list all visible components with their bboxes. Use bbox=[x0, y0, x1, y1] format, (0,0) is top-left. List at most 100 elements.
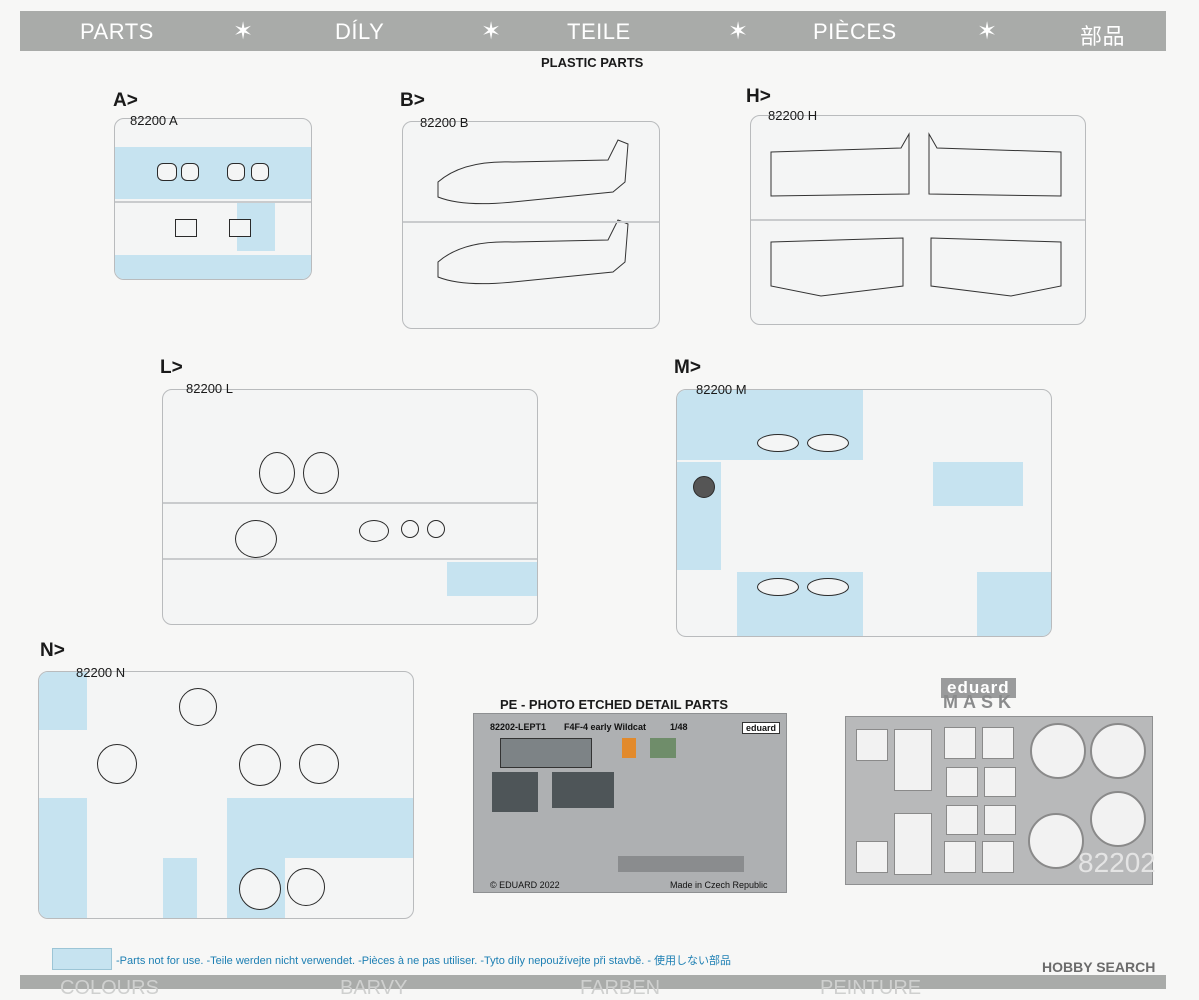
pe-scale: 1/48 bbox=[670, 722, 688, 732]
mask-shape bbox=[982, 841, 1014, 873]
part-shape bbox=[303, 452, 339, 494]
runner bbox=[115, 201, 311, 203]
pe-made-in: Made in Czech Republic bbox=[670, 880, 768, 890]
unused-parts-swatch bbox=[52, 948, 112, 970]
pe-orange-part bbox=[622, 738, 636, 758]
part-shape bbox=[287, 868, 325, 906]
fuselage-halves-drawing bbox=[403, 139, 659, 285]
part-shape bbox=[179, 688, 217, 726]
header-item-buhin: 部品 bbox=[1080, 24, 1126, 49]
part-shape bbox=[693, 476, 715, 498]
footer-item-farben: FARBEN bbox=[580, 977, 661, 999]
sprue-l-code: 82200 L bbox=[186, 381, 233, 396]
unused-area bbox=[163, 858, 197, 918]
mask-shape bbox=[946, 805, 978, 835]
runner bbox=[163, 502, 537, 504]
pe-title: PE - PHOTO ETCHED DETAIL PARTS bbox=[500, 697, 729, 712]
mask-shape bbox=[946, 767, 978, 797]
footer-item-peinture: PEINTURE bbox=[820, 977, 922, 999]
part-shape bbox=[157, 163, 177, 181]
unused-area bbox=[39, 672, 87, 730]
sprue-m-code: 82200 M bbox=[696, 382, 747, 397]
mask-shape bbox=[1090, 791, 1146, 847]
mask-shape bbox=[1030, 723, 1086, 779]
pe-fret: 82202-LEPT1 F4F-4 early Wildcat 1/48 edu… bbox=[473, 713, 787, 893]
mask-title: MASK bbox=[943, 692, 1016, 712]
plastic-parts-title: PLASTIC PARTS bbox=[541, 55, 644, 70]
pe-copyright: © EDUARD 2022 bbox=[490, 880, 560, 890]
footer-item-colours: COLOURS bbox=[60, 977, 159, 999]
mask-shape bbox=[1028, 813, 1084, 869]
mask-shape bbox=[982, 727, 1014, 759]
part-shape bbox=[807, 434, 849, 452]
unused-area bbox=[977, 572, 1051, 636]
sprue-a-frame bbox=[114, 118, 312, 280]
part-shape bbox=[757, 434, 799, 452]
sprue-n-frame bbox=[38, 671, 414, 919]
runner bbox=[163, 558, 537, 560]
mask-code: 82202 bbox=[1078, 847, 1156, 878]
unused-area bbox=[227, 798, 413, 858]
unused-area bbox=[115, 255, 311, 279]
part-shape bbox=[239, 744, 281, 786]
mask-sheet: 82202 bbox=[845, 716, 1156, 885]
sprue-m-frame bbox=[676, 389, 1052, 637]
part-shape bbox=[97, 744, 137, 784]
part-shape bbox=[807, 578, 849, 596]
sprue-n-code: 82200 N bbox=[76, 665, 126, 680]
pe-instrument-panel bbox=[500, 738, 592, 768]
sprue-h-code: 82200 H bbox=[768, 108, 818, 123]
part-shape bbox=[427, 520, 445, 538]
header-item-teile: TEILE bbox=[567, 19, 631, 44]
star-separator-icon: ✶ bbox=[977, 18, 998, 45]
part-shape bbox=[401, 520, 419, 538]
part-shape bbox=[359, 520, 389, 542]
pe-green-part bbox=[650, 738, 676, 758]
sprue-l-label: L> bbox=[160, 357, 183, 378]
part-shape bbox=[239, 868, 281, 910]
part-shape bbox=[227, 163, 245, 181]
sprue-a-code: 82200 A bbox=[130, 113, 178, 128]
unused-parts-legend: -Parts not for use. -Teile werden nicht … bbox=[116, 955, 732, 967]
star-separator-icon: ✶ bbox=[728, 18, 749, 45]
sprue-b-frame bbox=[402, 121, 660, 329]
mask-brand: eduard bbox=[941, 678, 1016, 698]
part-shape bbox=[181, 163, 199, 181]
mask-shape bbox=[944, 841, 976, 873]
part-shape bbox=[259, 452, 295, 494]
pe-brand: eduard bbox=[742, 722, 781, 734]
mask-shape bbox=[1090, 723, 1146, 779]
pe-bezel-row bbox=[618, 856, 744, 872]
mask-shape bbox=[856, 729, 888, 761]
sprue-n-label: N> bbox=[40, 640, 65, 661]
sprue-l-frame bbox=[162, 389, 538, 625]
sprue-a-label: A> bbox=[113, 90, 138, 111]
unused-area bbox=[933, 462, 1023, 506]
part-shape bbox=[235, 520, 277, 558]
unused-area bbox=[115, 147, 311, 199]
star-separator-icon: ✶ bbox=[233, 18, 254, 45]
sprue-h-frame bbox=[750, 115, 1086, 325]
part-shape bbox=[229, 219, 251, 237]
mask-shape bbox=[984, 767, 1016, 797]
mask-shape bbox=[894, 729, 932, 791]
wing-panels-drawing bbox=[751, 132, 1085, 297]
footer-item-barvy: BARVY bbox=[340, 977, 408, 999]
sprue-b-code: 82200 B bbox=[420, 115, 469, 130]
part-shape bbox=[175, 219, 197, 237]
mask-shape bbox=[984, 805, 1016, 835]
sprue-h-label: H> bbox=[746, 86, 771, 107]
sprue-b-label: B> bbox=[400, 90, 425, 111]
mask-shape bbox=[944, 727, 976, 759]
mask-shape bbox=[856, 841, 888, 873]
part-shape bbox=[299, 744, 339, 784]
header-item-parts: PARTS bbox=[80, 19, 154, 44]
header-item-pieces: PIÈCES bbox=[813, 19, 897, 44]
header-item-dily: DÍLY bbox=[335, 19, 385, 44]
unused-area bbox=[447, 562, 537, 596]
part-shape bbox=[251, 163, 269, 181]
pe-fret-id: 82202-LEPT1 bbox=[490, 722, 547, 732]
pe-fret-name: F4F-4 early Wildcat bbox=[564, 722, 646, 732]
unused-area bbox=[39, 798, 87, 918]
mask-shape bbox=[894, 813, 932, 875]
